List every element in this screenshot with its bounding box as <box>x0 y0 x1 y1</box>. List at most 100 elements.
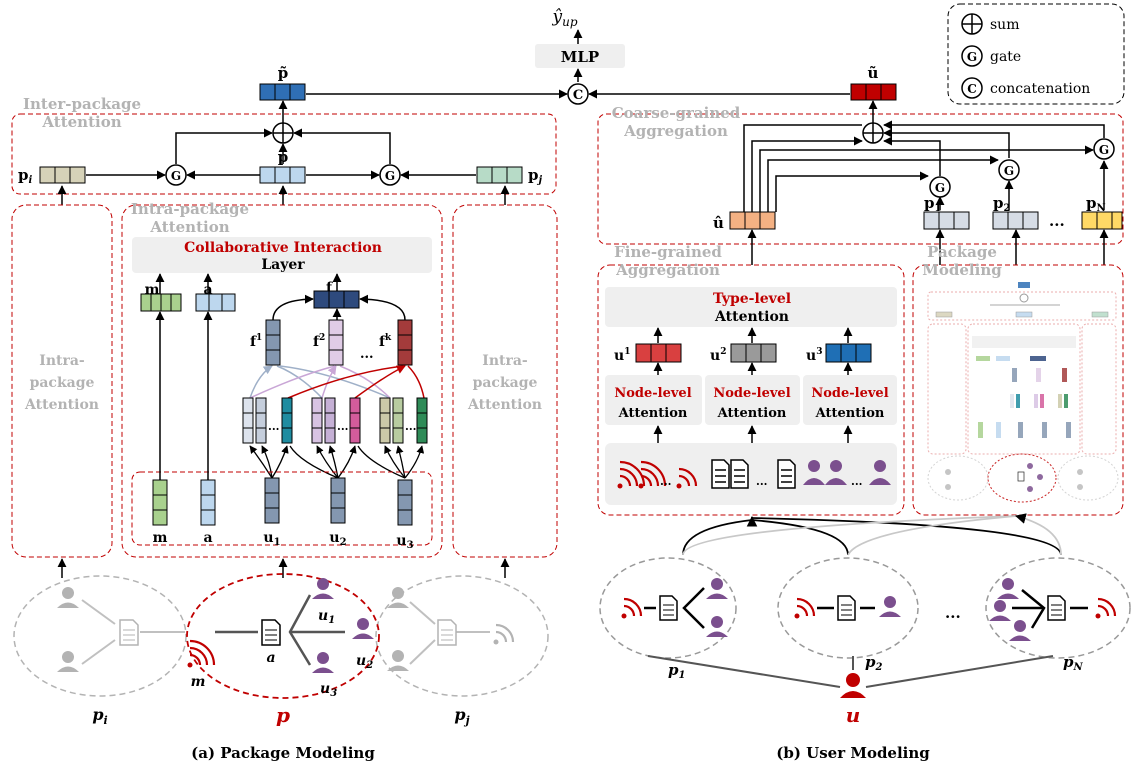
u-tilde-vector <box>850 83 897 101</box>
output-label: ŷup <box>551 7 577 29</box>
coarse-title-2: Aggregation <box>623 122 728 140</box>
legend: sum G gate C concatenation <box>947 3 1125 105</box>
input-m-label: m <box>153 530 168 546</box>
legend-gate: gate <box>990 49 1021 65</box>
f-dots: ... <box>360 347 374 362</box>
f2-vector <box>328 319 344 366</box>
fk-label: fk <box>379 333 392 350</box>
fk-vector <box>397 319 413 366</box>
graph-pi-label: pi <box>92 705 107 727</box>
svg-text:G: G <box>385 169 395 183</box>
node-level-box-2 <box>705 375 800 425</box>
node-level-box-3 <box>803 375 897 425</box>
pN-vector <box>1081 211 1123 230</box>
u-tilde-label: ũ <box>868 64 879 82</box>
intra-title-2: Attention <box>149 218 229 236</box>
interaction-edges <box>249 365 425 399</box>
gray-user-icon <box>57 587 79 672</box>
a-vector <box>195 293 236 312</box>
intra-side-left-2: package <box>30 375 95 391</box>
type-level-box <box>605 287 897 327</box>
input-u1-vector <box>264 477 280 524</box>
node-level-2b: Attention <box>717 406 787 421</box>
u2-vector <box>730 343 777 363</box>
svg-text:C: C <box>967 82 977 96</box>
svg-text:ŷup: ŷup <box>551 7 577 29</box>
graph-p-label: p <box>276 703 290 727</box>
intra-side-right-2: package <box>473 375 538 391</box>
node-level-3b: Attention <box>815 406 885 421</box>
gate-node-pi: G <box>165 164 187 186</box>
u2-label: u2 <box>710 347 726 364</box>
svg-text:G: G <box>967 50 977 64</box>
input-u2-vector <box>330 477 346 524</box>
intra-box-left <box>11 204 113 558</box>
svg-text:...: ... <box>405 420 417 433</box>
input-m-vector <box>152 479 168 526</box>
graph-u-label: u <box>846 703 861 727</box>
coarse-title-1: Coarse-grained <box>612 104 741 122</box>
graph-u3-label: u3 <box>320 681 337 699</box>
u1-vector <box>635 343 682 363</box>
node-level-3a: Node-level <box>811 386 888 401</box>
target-user-icon <box>840 673 866 698</box>
caption-a: (a) Package Modeling <box>191 744 375 762</box>
intra-side-right-3: Attention <box>467 397 542 413</box>
pi-label: pi <box>18 166 33 186</box>
intra-side-left-1: Intra- <box>39 353 85 369</box>
fine-grained-box <box>597 264 905 516</box>
type-level-1: Type-level <box>713 291 791 307</box>
user-graph-edges <box>682 513 1062 556</box>
gray-doc-icon <box>119 619 139 646</box>
f-vector <box>313 290 360 309</box>
pair-edges <box>249 445 425 479</box>
p1-vector <box>923 211 970 230</box>
graph-pN-label: pN <box>1063 653 1084 673</box>
svg-text:...: ... <box>268 420 280 433</box>
p-dots: ... <box>1049 212 1065 230</box>
collab-layer-box <box>132 237 432 273</box>
p1-label: p1 <box>924 194 941 214</box>
gate-node-p1: G <box>929 176 951 198</box>
package-modeling-box <box>912 264 1124 516</box>
legend-sum: sum <box>990 17 1019 33</box>
user-icons <box>312 578 374 673</box>
fine-title-2: Aggregation <box>615 261 720 279</box>
pair-group-3: ... <box>379 397 428 444</box>
input-u2-label: u2 <box>329 530 346 548</box>
svg-text:...: ... <box>945 604 961 622</box>
type-level-2: Attention <box>714 309 789 325</box>
p-tilde-label: p̃ <box>278 64 289 82</box>
node-level-2a: Node-level <box>713 386 790 401</box>
u-hat-label: û <box>713 214 724 232</box>
f1-vector <box>265 319 281 366</box>
input-u3-vector <box>397 479 413 526</box>
gate-icon <box>961 45 983 67</box>
wifi-icons-row <box>617 460 698 489</box>
m-vector <box>140 293 182 312</box>
graph-p1-label: p1 <box>668 661 685 681</box>
sum-node-right <box>862 122 884 144</box>
fine-title-1: Fine-grained <box>614 243 722 261</box>
svg-text:G: G <box>171 169 181 183</box>
inter-title-2: Attention <box>41 113 121 131</box>
collab-layer-label: Layer <box>261 257 305 273</box>
u-hat-vector <box>729 211 776 230</box>
wifi-icon <box>187 639 216 668</box>
neighbor-items-box <box>605 443 897 505</box>
mlp-label: MLP <box>561 48 599 66</box>
graph-p2-label: p2 <box>865 653 883 673</box>
p-label: p <box>278 148 289 166</box>
p2-label: p2 <box>993 194 1011 214</box>
input-a-vector <box>200 479 216 526</box>
intra-package-attention-box <box>121 204 443 558</box>
gate-node-pj: G <box>379 164 401 186</box>
node-level-1a: Node-level <box>614 386 691 401</box>
f2-label: f2 <box>313 333 325 350</box>
coarse-edges <box>743 120 1109 212</box>
intra-title-1: Intra-package <box>131 200 249 218</box>
pkg-title-2: Modeling <box>922 261 1002 279</box>
input-embeddings-box <box>131 471 433 546</box>
input-u1-label: u1 <box>263 530 280 548</box>
